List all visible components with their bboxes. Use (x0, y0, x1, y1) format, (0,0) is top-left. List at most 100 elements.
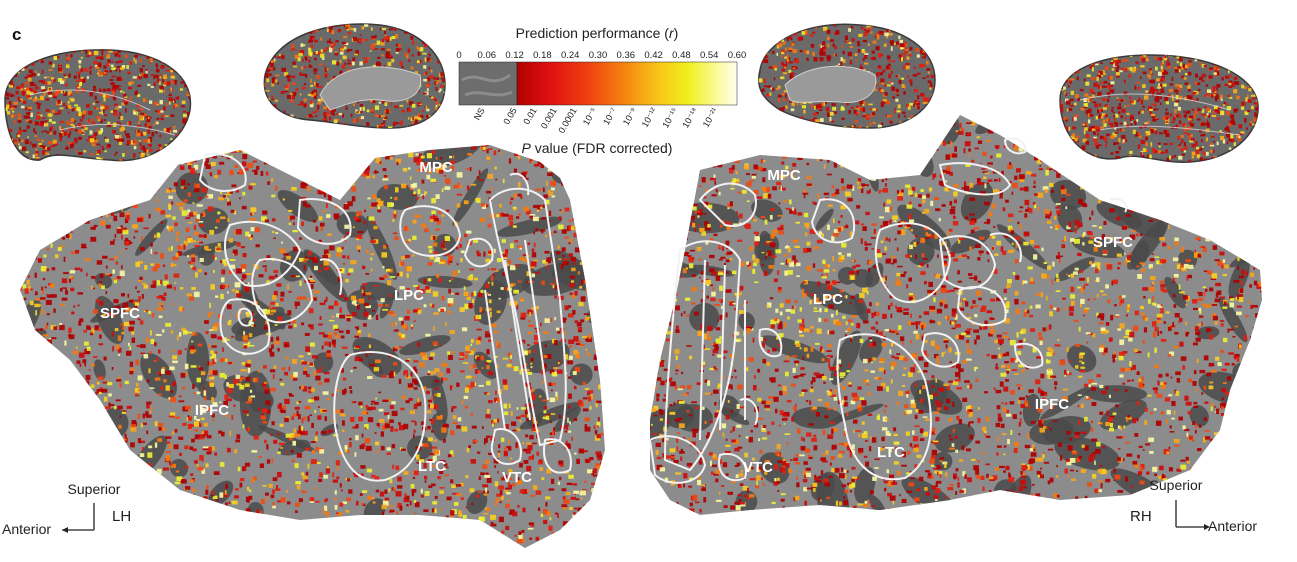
activation-voxel (37, 186, 41, 192)
activation-voxel (850, 56, 853, 59)
activation-voxel (436, 82, 438, 84)
activation-voxel (412, 117, 414, 121)
activation-voxel (545, 545, 549, 548)
activation-voxel (1106, 92, 1111, 95)
activation-voxel (815, 107, 820, 110)
activation-voxel (870, 31, 873, 34)
activation-voxel (174, 146, 177, 149)
activation-voxel (134, 54, 138, 58)
activation-voxel (1214, 70, 1219, 73)
activation-voxel (1236, 133, 1240, 137)
activation-voxel (1239, 146, 1243, 151)
activation-voxel (17, 428, 19, 432)
activation-voxel (1228, 82, 1232, 85)
activation-voxel (867, 43, 870, 46)
activation-voxel (134, 230, 139, 233)
activation-voxel (1148, 154, 1152, 159)
activation-voxel (1255, 146, 1257, 151)
activation-voxel (94, 137, 97, 140)
activation-voxel (1216, 117, 1220, 120)
activation-voxel (1231, 82, 1235, 88)
activation-voxel (361, 502, 364, 505)
activation-voxel (46, 511, 52, 515)
activation-voxel (148, 411, 152, 413)
activation-voxel (564, 443, 571, 449)
activation-voxel (318, 239, 322, 245)
activation-voxel (931, 102, 935, 107)
activation-voxel (169, 138, 173, 140)
activation-voxel (35, 298, 41, 301)
activation-voxel (68, 127, 73, 131)
activation-voxel (57, 110, 62, 115)
activation-voxel (420, 494, 424, 498)
activation-voxel (174, 481, 181, 485)
activation-voxel (136, 132, 141, 137)
activation-voxel (441, 76, 444, 80)
activation-voxel (311, 36, 315, 40)
activation-voxel (1086, 74, 1091, 78)
activation-voxel (1125, 116, 1127, 120)
activation-voxel (1250, 94, 1256, 97)
activation-voxel (1209, 149, 1213, 153)
activation-voxel (1168, 88, 1173, 93)
activation-voxel (188, 96, 191, 100)
activation-voxel (44, 76, 47, 79)
activation-voxel (328, 159, 331, 164)
activation-voxel (1091, 163, 1094, 167)
activation-voxel (318, 323, 323, 326)
activation-voxel (1185, 163, 1187, 165)
activation-voxel (241, 362, 246, 366)
activation-voxel (394, 236, 399, 240)
activation-voxel (44, 165, 50, 168)
activation-voxel (288, 394, 294, 397)
activation-voxel (297, 57, 301, 62)
activation-voxel (69, 532, 74, 539)
activation-voxel (96, 115, 100, 120)
activation-voxel (792, 41, 795, 44)
activation-voxel (236, 293, 242, 298)
activation-voxel (1244, 118, 1247, 123)
activation-voxel (167, 128, 170, 133)
activation-voxel (115, 61, 120, 64)
activation-voxel (370, 108, 374, 113)
activation-voxel (584, 196, 590, 201)
activation-voxel (1206, 113, 1209, 116)
activation-voxel (154, 442, 158, 448)
activation-voxel (298, 128, 301, 130)
activation-voxel (818, 103, 824, 107)
activation-voxel (414, 421, 417, 426)
activation-voxel (148, 161, 151, 165)
activation-voxel (1219, 132, 1222, 135)
activation-voxel (438, 169, 444, 174)
activation-voxel (906, 56, 910, 60)
activation-voxel (1227, 163, 1229, 166)
activation-voxel (1069, 104, 1074, 107)
activation-voxel (345, 24, 350, 27)
activation-voxel (572, 371, 577, 376)
activation-voxel (124, 96, 128, 98)
activation-voxel (1150, 129, 1155, 134)
activation-voxel (874, 83, 879, 86)
activation-voxel (40, 266, 47, 272)
activation-voxel (473, 528, 478, 532)
activation-voxel (150, 49, 155, 53)
activation-voxel (1100, 81, 1104, 84)
activation-voxel (1208, 55, 1213, 58)
activation-voxel (446, 209, 450, 212)
activation-voxel (435, 119, 440, 122)
p-tick-label: 0.0001 (556, 106, 578, 135)
activation-voxel (1163, 55, 1166, 59)
activation-voxel (319, 85, 323, 89)
activation-voxel (339, 314, 345, 319)
activation-voxel (360, 116, 365, 120)
activation-voxel (79, 82, 82, 87)
activation-voxel (282, 198, 286, 201)
activation-voxel (344, 445, 348, 450)
activation-voxel (70, 117, 75, 123)
activation-voxel (1242, 86, 1247, 89)
activation-voxel (437, 518, 440, 522)
activation-voxel (76, 79, 79, 83)
activation-voxel (71, 164, 73, 167)
activation-voxel (10, 114, 14, 119)
activation-voxel (298, 125, 302, 129)
